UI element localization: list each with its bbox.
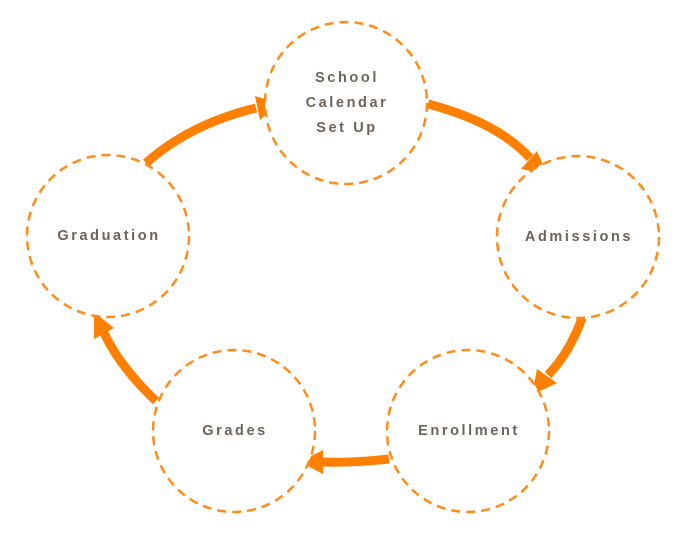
node-circle-grades [151, 348, 317, 514]
arrow-grades-to-graduation [94, 312, 160, 405]
node-circle-admissions [495, 154, 661, 320]
arrow-enrollment-to-grades [300, 450, 390, 474]
node-label-admissions: Admissions [524, 228, 634, 245]
node-label-school-calendar-set-up: School Calendar Set Up [305, 69, 389, 136]
node-label-graduation: Graduation [57, 227, 161, 244]
arrow-graduation-to-calendar [143, 96, 278, 167]
node-circle-graduation [25, 153, 191, 319]
node-circle-enrollment [385, 348, 551, 514]
node-label-enrollment: Enrollment [418, 422, 520, 439]
arrow-calendar-to-admissions [426, 99, 547, 174]
node-circle-school-calendar-set-up [263, 20, 429, 186]
arrow-admissions-to-enrollment [532, 316, 587, 395]
node-label-grades: Grades [202, 422, 268, 439]
